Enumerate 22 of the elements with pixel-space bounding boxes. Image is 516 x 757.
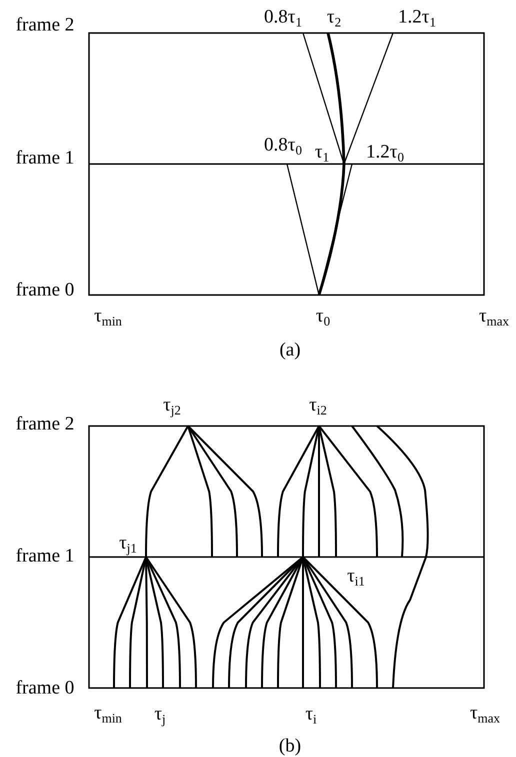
tau-label: τ$_{2}$ bbox=[326, 8, 342, 26]
frame-label: frame 0 bbox=[16, 280, 74, 300]
tau-label: 1.2τ$_{0}$ bbox=[366, 142, 404, 162]
frame-label: frame 2 bbox=[16, 414, 74, 434]
frame-label: frame 1 bbox=[16, 546, 74, 566]
frame-label: frame 0 bbox=[16, 678, 74, 698]
tau-label: 0.8τ$_{0}$ bbox=[264, 136, 302, 154]
tau-label: τ$_{i1}$ bbox=[347, 566, 365, 586]
frame-label: frame 1 bbox=[16, 148, 74, 168]
tau-label: τ$_{1}$ bbox=[314, 142, 330, 162]
axis-label: τ$_{max}$ bbox=[470, 704, 500, 722]
panel-label: (b) bbox=[278, 736, 302, 756]
panel-label: (a) bbox=[279, 340, 301, 360]
frame-label: frame 2 bbox=[16, 16, 74, 34]
axis-label: τ$_{0}$ bbox=[316, 306, 330, 326]
axis-label: τ$_{i}$ bbox=[305, 704, 317, 724]
axis-label: τ$_{min}$ bbox=[94, 704, 122, 722]
axis-label: τ$_{max}$ bbox=[478, 306, 510, 326]
tau-label: τ$_{i2}$ bbox=[309, 396, 327, 414]
tau-label: 1.2τ$_{1}$ bbox=[398, 8, 436, 26]
axis-label: τ$_{min}$ bbox=[94, 306, 122, 326]
tau-label: 0.8τ$_{1}$ bbox=[264, 8, 302, 26]
